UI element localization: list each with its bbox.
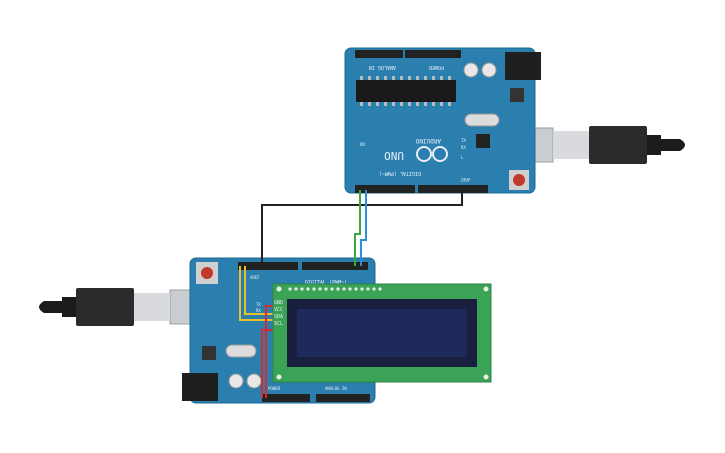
wire-green <box>354 190 361 266</box>
top-rx-label: RX <box>461 145 466 150</box>
lcd-screen <box>297 309 467 357</box>
bottom-digital-header: DIGITAL (PWM~) <box>305 280 347 286</box>
arduino-board-top[interactable]: ANALOG IN POWER ARDUINO UNO ON TX RX L <box>344 47 541 194</box>
arduino-logo <box>416 146 448 162</box>
top-aref-label: AREF <box>460 177 470 182</box>
wire-red <box>261 329 276 398</box>
wire-gnd-black <box>261 190 463 266</box>
wire-yellow-1 <box>239 266 276 321</box>
bottom-aref-label: AREF <box>250 275 260 280</box>
bottom-analog-header: ANALOG IN <box>325 386 347 391</box>
top-on-label: ON <box>360 142 365 147</box>
top-l-label: L <box>461 155 464 160</box>
bottom-tx-label: TX <box>256 302 261 307</box>
lcd-display[interactable]: GND VCC SDA SCL <box>272 283 492 383</box>
lcd-pin-scl: SCL <box>274 321 283 327</box>
top-tx-label: TX <box>461 138 466 143</box>
usb-cable-bottom[interactable] <box>39 288 217 326</box>
wire-blue <box>360 190 367 266</box>
lcd-pin-vcc: VCC <box>274 307 283 313</box>
lcd-pin-sda: SDA <box>274 314 283 320</box>
top-analog-header: ANALOG IN <box>369 64 396 70</box>
top-brand-label: ARDUINO <box>415 137 441 144</box>
top-power-header: POWER <box>428 64 444 70</box>
wires <box>239 190 463 398</box>
top-model-label: UNO <box>384 149 404 162</box>
bottom-rx-label: RX <box>256 308 261 313</box>
top-digital-header: DIGITAL (PWM~) <box>379 170 421 176</box>
bottom-power-header: POWER <box>268 386 281 391</box>
lcd-pin-gnd: GND <box>274 300 283 306</box>
